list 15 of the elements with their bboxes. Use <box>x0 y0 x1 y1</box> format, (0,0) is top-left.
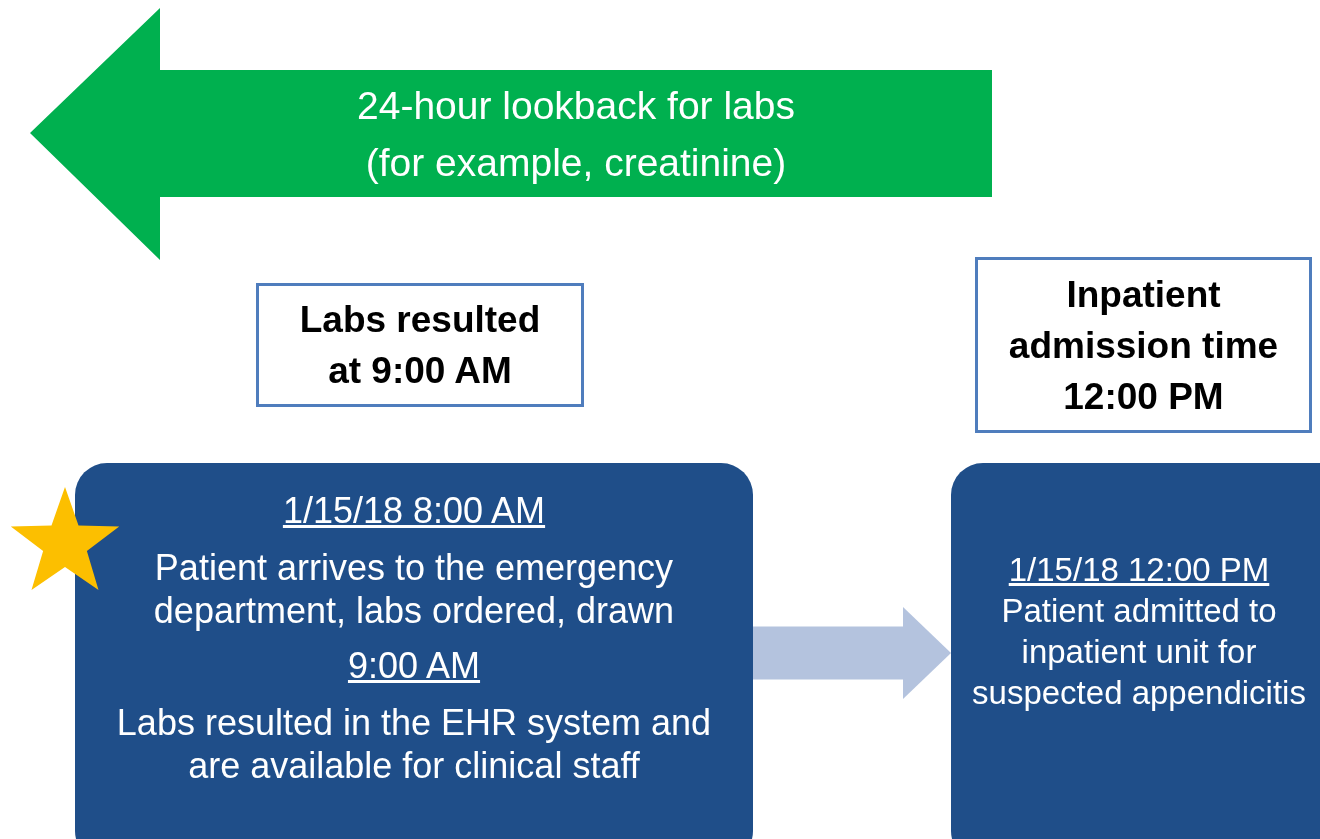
event-description: Patient admitted to inpatient unit for suspected appendicitis <box>971 591 1307 713</box>
arrow-label: 24-hour lookback for labs (for example, creatinine) <box>356 82 796 186</box>
timestamp: 1/15/18 12:00 PM <box>1007 550 1271 590</box>
event-description: Labs resulted in the EHR system and are available for clinical staff <box>115 701 713 787</box>
event-description: Patient arrives to the emergency department, labs ordered, drawn <box>152 546 676 632</box>
label-box <box>975 257 1312 433</box>
label-box <box>256 283 584 407</box>
block-arrow <box>753 607 951 699</box>
event-card <box>75 463 753 839</box>
timestamp: 9:00 AM <box>346 644 482 687</box>
event-card <box>951 463 1320 839</box>
box-label: Inpatient admission time 12:00 PM <box>1007 272 1280 419</box>
box-label: Labs resulted at 9:00 AM <box>298 298 542 393</box>
timestamp: 1/15/18 8:00 AM <box>281 489 547 532</box>
arrow-shape <box>30 8 992 260</box>
